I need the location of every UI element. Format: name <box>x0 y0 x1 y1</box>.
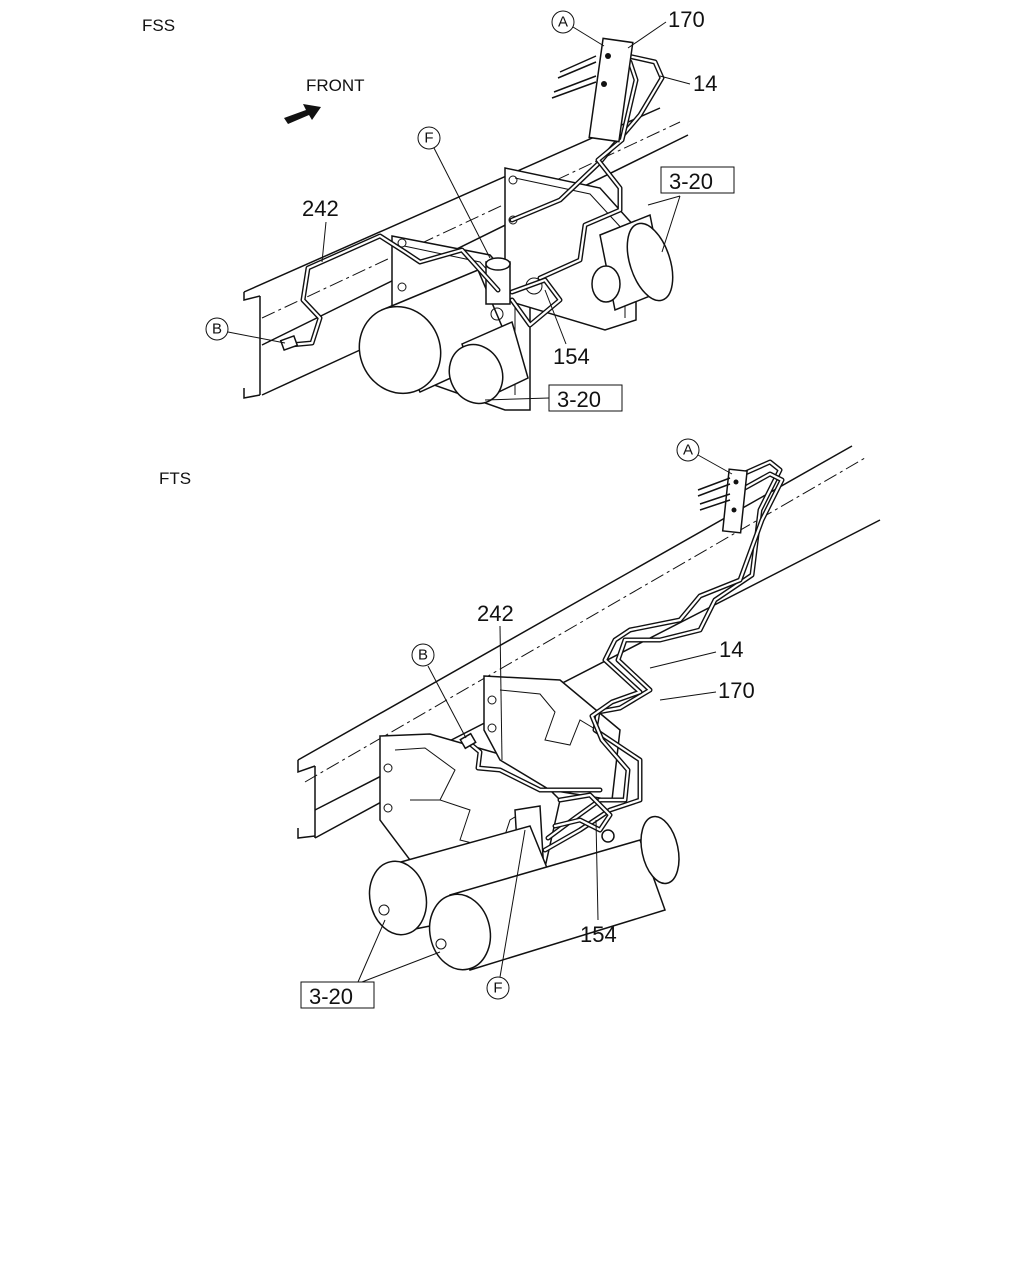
fts-callout-242: 242 <box>477 601 514 626</box>
svg-text:3-20: 3-20 <box>309 984 353 1009</box>
fts-section: FTS <box>159 438 881 1009</box>
fss-pipe-170 <box>537 59 639 281</box>
fss-callout-154: 154 <box>553 344 590 369</box>
fts-callout-14: 14 <box>719 637 743 662</box>
fss-air-tank-small <box>448 320 529 405</box>
svg-text:F: F <box>493 980 502 997</box>
fss-section: FSS FRONT <box>142 7 735 412</box>
fss-marker-f: F <box>417 126 491 259</box>
fts-frame-rail <box>297 445 881 839</box>
fss-pipe-242 <box>279 233 501 352</box>
fts-callout-170: 170 <box>718 678 755 703</box>
fts-title: FTS <box>159 469 191 488</box>
fts-marker-f: F <box>486 829 526 1000</box>
fss-title: FSS <box>142 16 175 35</box>
fss-air-tank-rear <box>591 213 674 312</box>
fss-connector-a <box>551 37 634 143</box>
fss-pipe-154 <box>509 277 563 328</box>
svg-text:3-20: 3-20 <box>557 387 601 412</box>
svg-text:B: B <box>418 647 428 664</box>
svg-text:A: A <box>683 442 693 459</box>
svg-text:3-20: 3-20 <box>669 169 713 194</box>
front-arrow-icon <box>284 104 321 124</box>
fts-connector-a <box>697 468 748 534</box>
front-label: FRONT <box>306 76 365 95</box>
fts-pipe-242 <box>459 732 603 793</box>
fts-marker-a: A <box>676 438 733 475</box>
fts-pipe-14 <box>542 459 783 853</box>
fss-callout-14: 14 <box>693 71 717 96</box>
svg-text:A: A <box>558 14 568 31</box>
fss-ref-box-1: 3-20 <box>647 166 735 253</box>
fss-marker-b: B <box>205 317 286 344</box>
fts-callout-154: 154 <box>580 922 617 947</box>
fts-pipe-170 <box>545 471 785 841</box>
fts-air-tank-2 <box>428 815 680 971</box>
svg-text:F: F <box>424 130 433 147</box>
fts-marker-b: B <box>411 643 467 739</box>
fts-ref-box-1: 3-20 <box>300 919 441 1009</box>
svg-text:B: B <box>212 321 222 338</box>
fss-marker-a: A <box>551 10 605 47</box>
fts-pipe-154 <box>552 792 615 843</box>
fss-callout-242: 242 <box>302 196 339 221</box>
fss-callout-170: 170 <box>668 7 705 32</box>
fss-ref-box-2: 3-20 <box>484 384 623 412</box>
